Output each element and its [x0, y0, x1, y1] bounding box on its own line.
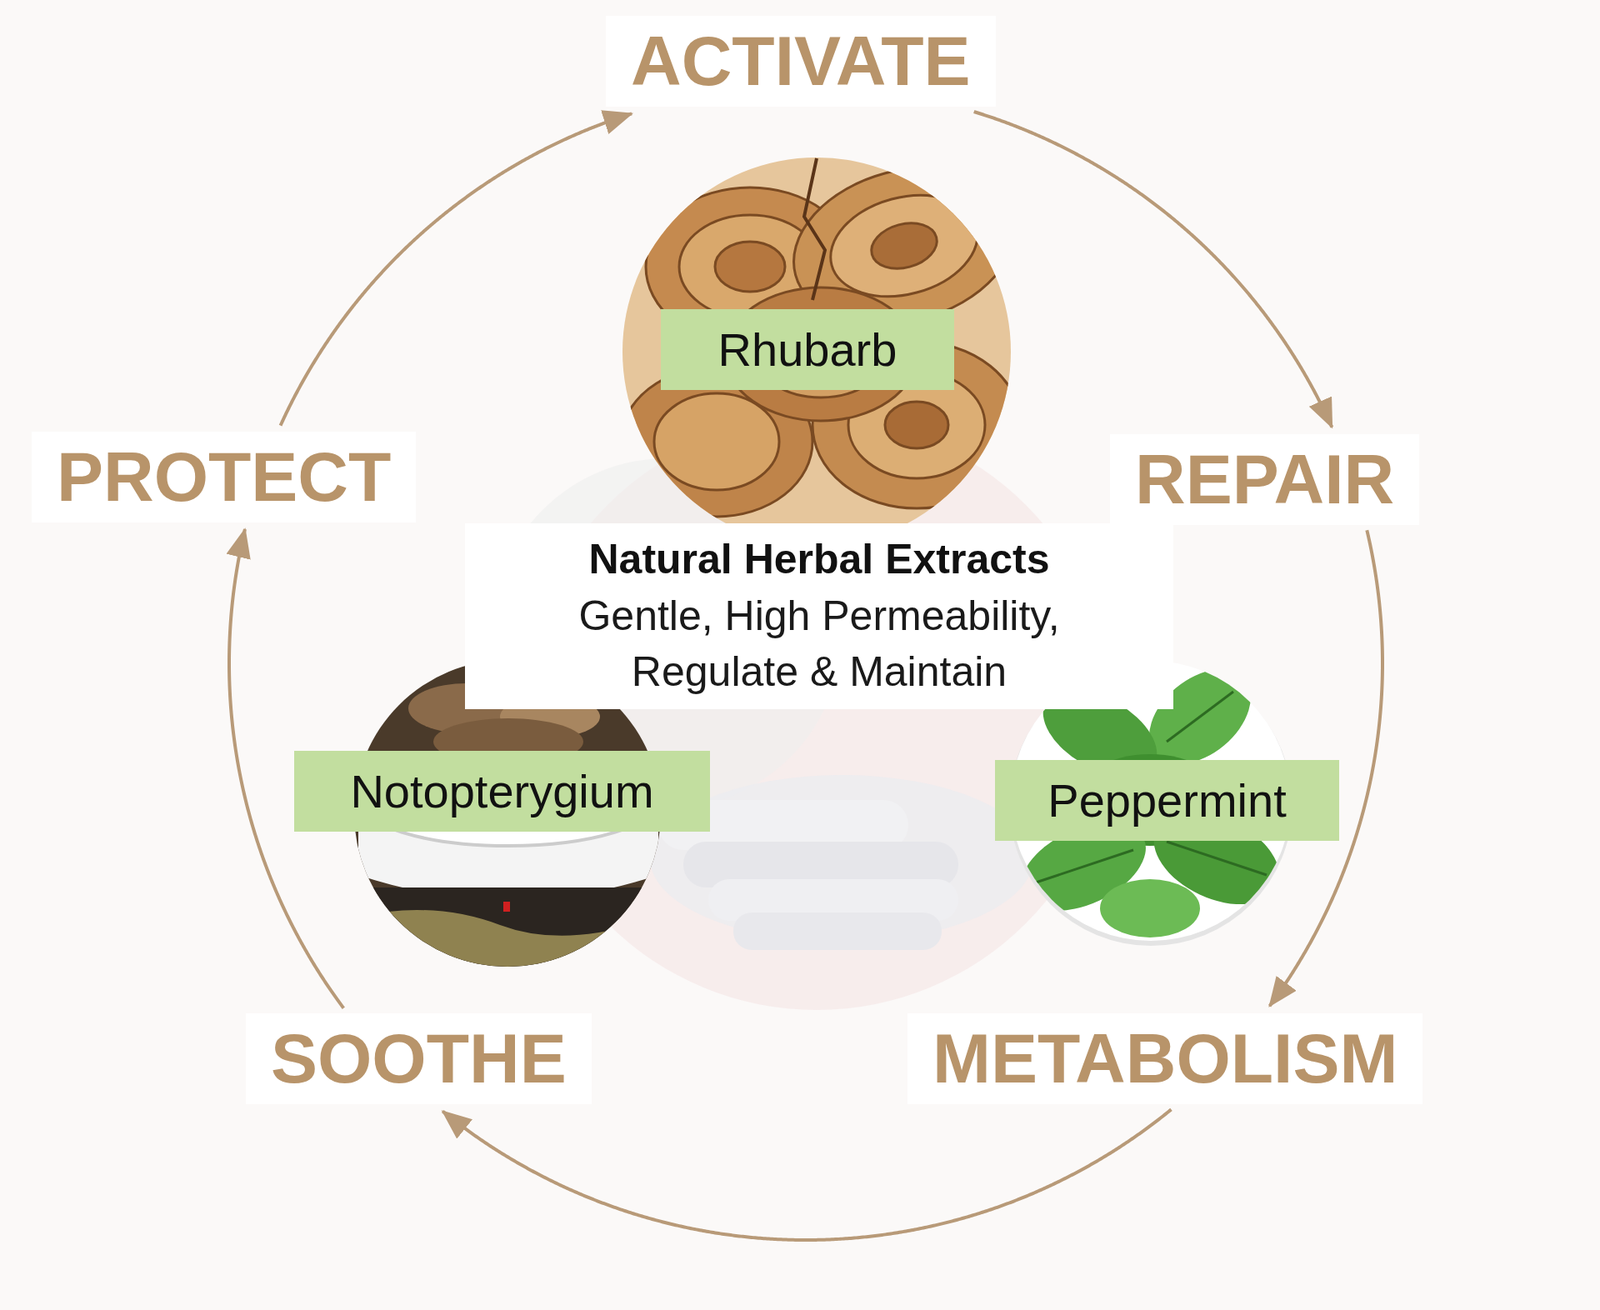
herb-tag: Rhubarb: [660, 309, 955, 390]
herb-name: Peppermint: [1015, 772, 1320, 829]
stage-label: ACTIVATE: [630, 19, 971, 104]
center-panel: Natural Herbal ExtractsGentle, High Perm…: [465, 523, 1174, 710]
stage-label: METABOLISM: [932, 1016, 1398, 1101]
cycle-stage: METABOLISM: [907, 1013, 1423, 1105]
herb-tag: Notopterygium: [294, 750, 710, 832]
cycle-arrow: [280, 113, 633, 425]
cycle-arrow: [974, 111, 1333, 428]
cycle-stage: PROTECT: [31, 431, 416, 523]
stage-label: REPAIR: [1135, 437, 1395, 522]
herb-name: Notopterygium: [314, 763, 690, 820]
stage-label: PROTECT: [56, 435, 391, 520]
cycle-stage: ACTIVATE: [605, 15, 996, 107]
herb-tag: Peppermint: [995, 760, 1340, 841]
panel-body: Gentle, High Permeability, Regulate & Ma…: [510, 588, 1128, 701]
cycle-stage: REPAIR: [1110, 434, 1420, 525]
herb-name: Rhubarb: [680, 321, 935, 378]
panel-heading: Natural Herbal Extracts: [498, 531, 1140, 589]
cycle-arrow: [442, 1109, 1171, 1240]
stage-label: SOOTHE: [270, 1016, 567, 1101]
cycle-stage: SOOTHE: [245, 1013, 592, 1105]
rhubarb-photo: [616, 144, 1033, 550]
